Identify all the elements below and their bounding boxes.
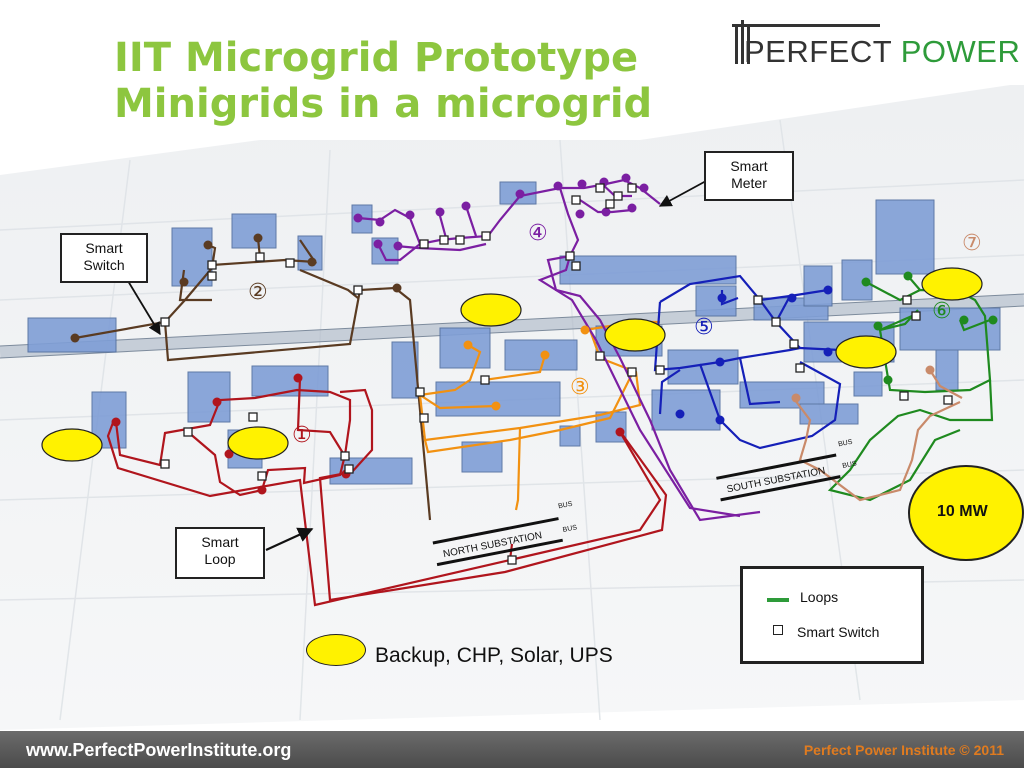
loop-number-3: ③ bbox=[570, 375, 590, 400]
smart-loop-arrow bbox=[265, 527, 314, 552]
logo-bars-icon bbox=[732, 20, 880, 64]
slide-title: IIT Microgrid Prototype bbox=[114, 35, 639, 81]
service-dots-purple bbox=[353, 173, 649, 251]
loop-number-5: ⑤ bbox=[694, 315, 714, 340]
loop-number-2: ② bbox=[248, 280, 268, 305]
south-bus-label-lower: BUS bbox=[842, 460, 858, 470]
loop-number-7: ⑦ bbox=[962, 231, 982, 256]
loop-1-red bbox=[106, 377, 668, 607]
legend-smart-switch-label: Smart Switch bbox=[797, 624, 880, 640]
capacity-circle bbox=[908, 465, 1024, 561]
slide-subtitle: Minigrids in a microgrid bbox=[114, 81, 653, 127]
legend-loops-label: Loops bbox=[800, 589, 839, 605]
smart-loop-callout: Smart Loop bbox=[175, 527, 265, 579]
smart-switch-callout-line1: Smart bbox=[85, 240, 123, 256]
service-dots-blue bbox=[675, 285, 833, 425]
loop-4-purple bbox=[357, 178, 761, 522]
service-dots-brown bbox=[70, 233, 402, 343]
service-dots-red bbox=[111, 373, 625, 495]
service-dots-salmon bbox=[791, 365, 935, 403]
capacity-label: 10 MW bbox=[937, 503, 988, 520]
loop-legend-icon bbox=[767, 598, 789, 602]
smart-switch-callout: Smart Switch bbox=[60, 233, 148, 283]
loop-number-6: ⑥ bbox=[932, 299, 952, 324]
smart-meter-arrow bbox=[658, 180, 707, 207]
south-bus-label-upper: BUS bbox=[838, 439, 854, 449]
legend-box: Loops Smart Switch bbox=[740, 566, 924, 664]
smart-loop-callout-line2: Loop bbox=[204, 550, 236, 567]
loop-number-4: ④ bbox=[528, 221, 548, 246]
service-dots-green bbox=[861, 271, 998, 385]
backup-generation-legend-label: Backup, CHP, Solar, UPS bbox=[375, 644, 613, 667]
smart-meter-callout-line2: Meter bbox=[731, 174, 767, 191]
north-bus-label-lower: BUS bbox=[562, 524, 578, 534]
loop-number-1: ① bbox=[292, 423, 312, 448]
smart-meter-callout: Smart Meter bbox=[704, 151, 794, 201]
smart-meter-callout-line1: Smart bbox=[730, 158, 768, 174]
logo-word-perfect: PERFECT bbox=[744, 34, 892, 69]
smart-loop-callout-line1: Smart bbox=[201, 534, 239, 550]
backup-generation-legend-oval bbox=[306, 634, 366, 666]
logo-word-power: POWER bbox=[900, 34, 1021, 69]
north-bus-label-upper: BUS bbox=[558, 501, 574, 511]
smart-switch-markers bbox=[160, 183, 953, 565]
smart-switch-callout-line2: Switch bbox=[83, 256, 125, 273]
footer-copyright: Perfect Power Institute © 2011 bbox=[803, 742, 1004, 758]
smart-switch-legend-icon bbox=[773, 625, 783, 635]
footer-url: www.PerfectPowerInstitute.org bbox=[26, 740, 292, 760]
perfect-power-logo: PERFECT POWER bbox=[732, 18, 1020, 69]
loop-7-salmon bbox=[794, 369, 963, 502]
footer-bar: www.PerfectPowerInstitute.org Perfect Po… bbox=[0, 731, 1024, 768]
backup-generation-ovals bbox=[41, 267, 983, 462]
smart-switch-arrow bbox=[127, 280, 161, 336]
